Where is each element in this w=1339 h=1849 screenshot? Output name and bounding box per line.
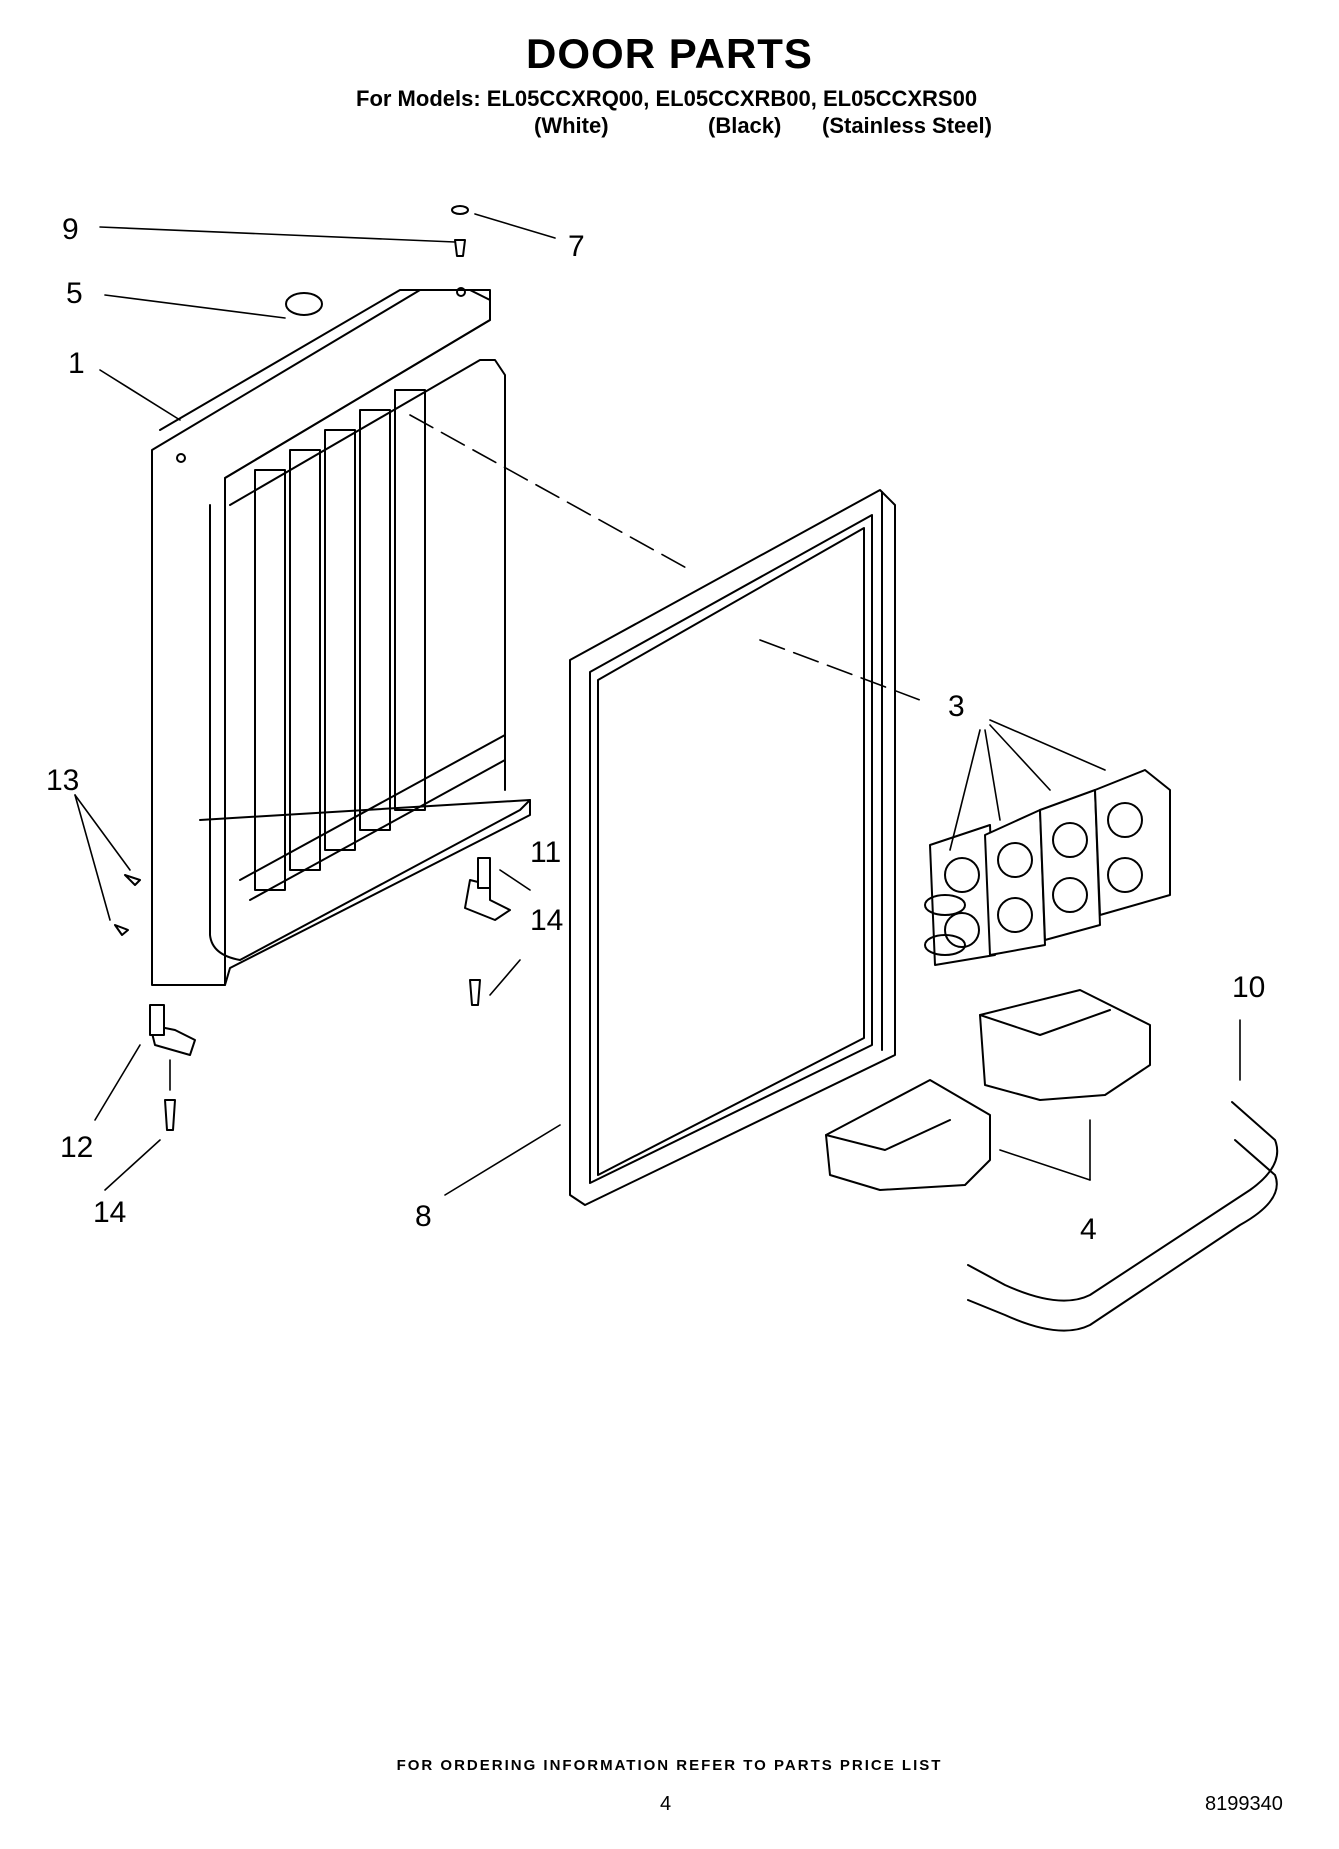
callout-5: 5 [66,277,83,310]
door-bins [825,989,1151,1191]
door-racks [924,769,1171,966]
screw-part [454,239,466,257]
ordering-info-footer: FOR ORDERING INFORMATION REFER TO PARTS … [396,1757,943,1774]
callout-14-lower: 14 [93,1196,126,1229]
hinge-parts [114,857,511,1131]
models-line: For Models: EL05CCXRQ00, EL05CCXRB00, EL… [356,86,978,111]
callout-10: 10 [1232,971,1265,1004]
callout-7: 7 [568,230,585,263]
callout-9: 9 [62,213,79,246]
door-gasket [569,489,896,1206]
page-number: 4 [660,1793,672,1815]
washer-part [451,205,469,215]
document-number: 8199340 [1205,1793,1283,1815]
variant-white: (White) [534,113,609,138]
callout-11: 11 [530,836,561,869]
page-title: DOOR PARTS [526,30,813,77]
callout-13: 13 [46,764,79,797]
variant-stainless: (Stainless Steel) [822,113,992,138]
variant-black: (Black) [708,113,782,138]
callout-3: 3 [948,690,965,723]
callout-14-upper: 14 [530,904,563,937]
heater-wire [967,1101,1279,1332]
callout-12: 12 [60,1131,93,1164]
callout-4: 4 [1080,1213,1097,1246]
door-liner [151,287,531,986]
cap-part [285,292,323,316]
callout-1: 1 [68,347,85,380]
callout-8: 8 [415,1200,432,1233]
leader-lines [74,213,1241,1196]
